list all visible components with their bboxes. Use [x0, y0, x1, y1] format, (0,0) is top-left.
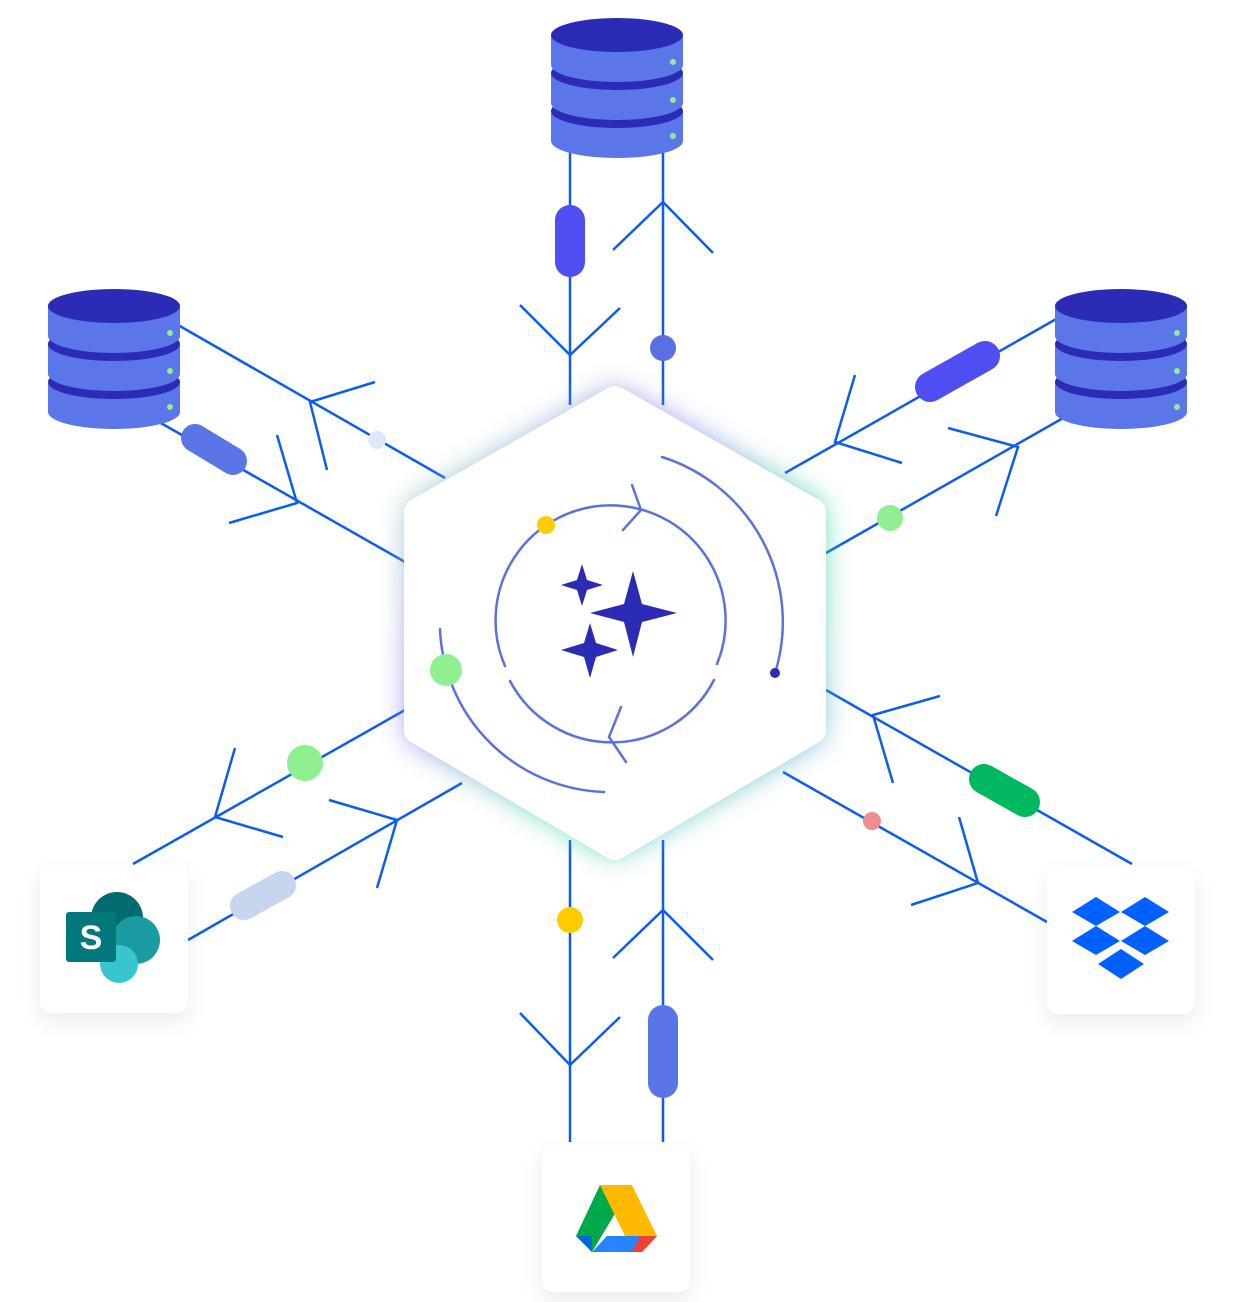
- connector-lower-left-b: [187, 781, 463, 942]
- dropbox-logo: [1072, 897, 1169, 979]
- chevron-icon: [228, 434, 299, 525]
- chevron-icon: [308, 380, 376, 471]
- packet-dot: [863, 812, 881, 830]
- sharepoint-card[interactable]: S: [40, 865, 188, 1013]
- chevron-icon: [328, 798, 399, 889]
- sparkles-icon: [561, 564, 677, 678]
- chevron-icon: [910, 816, 980, 907]
- chevron-up-icon: [612, 200, 714, 254]
- packet-dot: [287, 745, 323, 781]
- chevron-icon: [871, 694, 941, 784]
- orbit-dot: [430, 654, 462, 686]
- dropbox-card[interactable]: [1047, 868, 1195, 1014]
- orbit-arc: [494, 504, 727, 668]
- orbit-dot: [537, 516, 555, 534]
- sharepoint-logo-letter: S: [80, 919, 103, 957]
- connector-upper-right-b: [825, 411, 1073, 555]
- connector-lower-left-a: [132, 708, 406, 866]
- google-drive-logo: [576, 1185, 657, 1252]
- hub-hexagon: [404, 386, 826, 860]
- arrow-chevrons: [213, 200, 1020, 1067]
- connector-lower-right-b: [782, 770, 1048, 924]
- database-icon: [551, 18, 683, 158]
- chevron-down-icon: [519, 304, 621, 357]
- google-drive-card[interactable]: [542, 1145, 690, 1292]
- packet-dot: [650, 335, 676, 361]
- data-packets: [181, 205, 1040, 1098]
- chevron-icon: [947, 426, 1020, 517]
- packet-dot: [557, 907, 583, 933]
- packet-pill: [230, 871, 296, 920]
- chevron-up-icon: [612, 908, 714, 961]
- chevron-icon: [833, 374, 903, 465]
- chevron-icon: [213, 747, 284, 839]
- orbit-arc-outer: [660, 455, 784, 672]
- orbit-chevron-icon: [607, 705, 628, 764]
- database-icon: [48, 289, 180, 429]
- database-icon: [1055, 289, 1187, 429]
- chevron-down-icon: [519, 1012, 621, 1067]
- packet-pill: [969, 764, 1040, 817]
- orbit-dot: [770, 668, 780, 678]
- sharepoint-logo: S: [66, 892, 160, 983]
- packet-pill: [915, 341, 1000, 402]
- packet-pill: [181, 424, 247, 475]
- packet-dot: [877, 505, 903, 531]
- orbit-rings: [430, 455, 784, 794]
- orbit-chevron-icon: [621, 483, 643, 532]
- packet-dot: [368, 431, 386, 449]
